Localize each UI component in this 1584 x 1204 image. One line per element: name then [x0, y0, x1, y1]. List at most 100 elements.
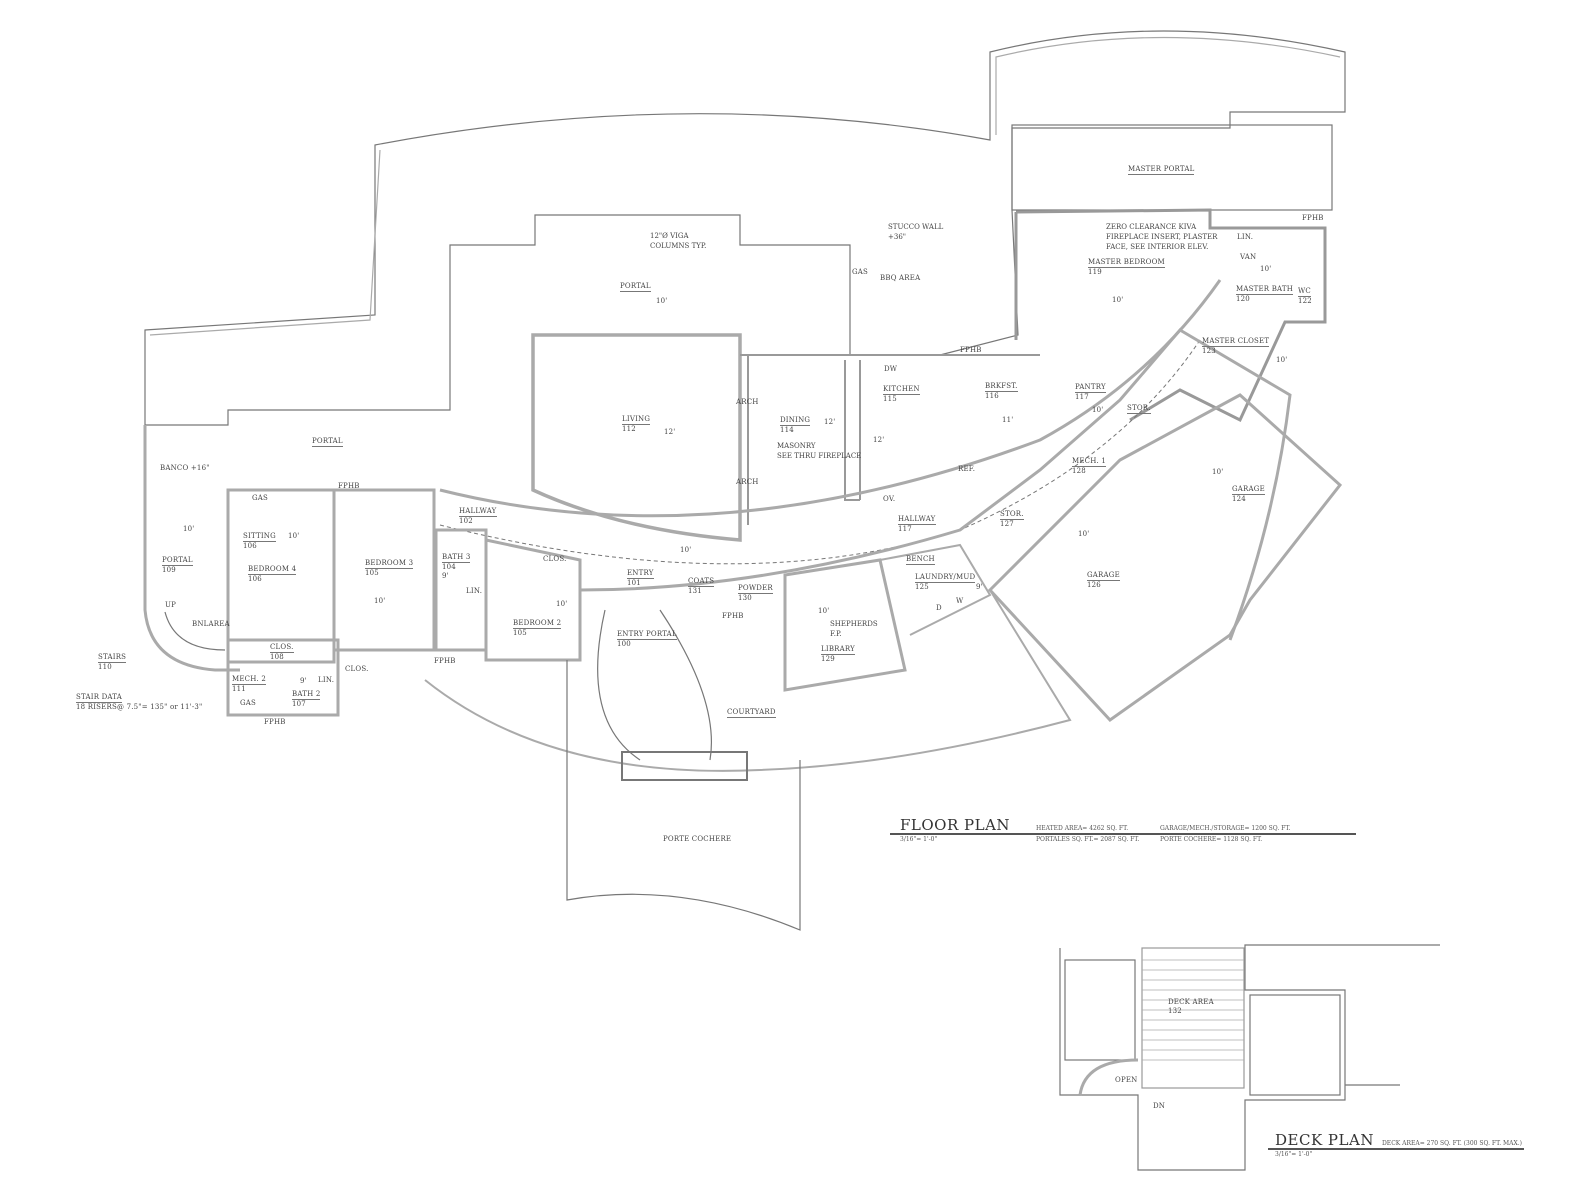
deck-room-outline: [1064, 959, 1136, 1061]
room-name: ENTRY PORTAL: [617, 630, 677, 640]
ceiling-height: 10': [680, 546, 692, 554]
note-line: FIREPLACE INSERT, PLASTER: [1106, 233, 1218, 241]
lin-label: LIN.: [466, 587, 483, 595]
room-name: BATH 3: [442, 553, 471, 563]
entry-walk: [597, 609, 713, 761]
room-number: 117: [898, 525, 912, 533]
ceiling-height: 9': [300, 677, 307, 685]
room-name: LIBRARY: [821, 645, 855, 655]
ceiling-height: 10': [1078, 530, 1090, 538]
deck-room-outline: [1249, 994, 1341, 1096]
arch-label: ARCH: [736, 398, 759, 406]
stucco-note: STUCCO WALL +36": [888, 222, 943, 242]
bbq-area-label: BBQ AREA: [880, 274, 921, 282]
room-name: LIVING: [622, 415, 651, 425]
note-line: 12"Ø VIGA: [650, 232, 689, 240]
room-name: ENTRY: [627, 569, 654, 579]
title-rule: [890, 833, 1356, 835]
stair-inner-curve: [164, 611, 226, 651]
open-label: OPEN: [1115, 1076, 1138, 1084]
ceiling-height: 9': [976, 583, 983, 591]
living-walls: [531, 333, 742, 542]
room-number: 130: [738, 594, 752, 602]
master-suite-walls: [1014, 208, 1327, 423]
room-name: BENCH: [906, 555, 935, 565]
ceiling-height: 10': [1112, 296, 1124, 304]
room-name: LAUNDRY/MUD: [915, 573, 976, 583]
down-label: DN: [1153, 1102, 1166, 1110]
deck-stair-curve: [1078, 1058, 1139, 1096]
deck-plan-drawing: [1059, 944, 1440, 1171]
deck-plan-title: DECK PLAN: [1275, 1131, 1374, 1149]
ceiling-height: 10': [656, 297, 668, 305]
note-line: MASONRY: [777, 442, 816, 450]
room-number: 126: [1087, 581, 1101, 589]
banco-note: BANCO +16": [160, 464, 210, 472]
room-name: GARAGE: [1232, 485, 1265, 495]
room-number: 124: [1232, 495, 1246, 503]
room-name: PORTAL: [620, 282, 651, 292]
hallway-inner-wall: [439, 279, 1222, 518]
room-number: 131: [688, 587, 702, 595]
fphb-label: FPHB: [722, 612, 744, 620]
dining-kitchen-walls: [740, 354, 1040, 525]
ceiling-height: 12': [824, 418, 836, 426]
bedroom3-walls: [332, 488, 436, 652]
note-line: +36": [888, 233, 906, 241]
room-number: 127: [1000, 520, 1014, 528]
room-number: 116: [985, 392, 999, 400]
dishwasher-label: DW: [884, 365, 898, 373]
room-name: MECH. 2: [232, 675, 267, 685]
fphb-label: FPHB: [434, 657, 456, 665]
room-name: WC: [1298, 287, 1311, 297]
room-name: BRKFST.: [985, 382, 1018, 392]
garage-area: GARAGE/MECH./STORAGE= 1200 SQ. FT.: [1160, 825, 1291, 832]
room-number: 104: [442, 563, 456, 571]
room-name: PANTRY: [1075, 383, 1106, 393]
landing-label: BNLAREA: [192, 620, 230, 628]
room-name: BEDROOM 3: [365, 559, 414, 569]
bench-label: BENCH: [906, 555, 935, 565]
room-number: 125: [915, 583, 929, 591]
note-line: STUCCO WALL: [888, 223, 944, 231]
room-number: 109: [162, 566, 176, 574]
porte-cochere-area: PORTE COCHERE= 1128 SQ. FT.: [1160, 836, 1263, 843]
ceiling-height: 10': [183, 525, 195, 533]
arch-label: ARCH: [736, 478, 759, 486]
room-number: 100: [617, 640, 631, 648]
ceiling-height: 10': [1276, 356, 1288, 364]
room-number: 107: [292, 700, 306, 708]
title-rule: [1268, 1148, 1524, 1150]
room-number: 106: [248, 575, 262, 583]
room-portal: PORTAL: [620, 282, 651, 292]
porte-cochere-outline: [566, 660, 801, 931]
laundry-walls: [879, 543, 992, 636]
note-line: FACE, SEE INTERIOR ELEV.: [1106, 243, 1209, 251]
deck-plan-scale: 3/16"= 1'-0": [1275, 1151, 1313, 1158]
gas-label: GAS: [252, 494, 269, 502]
room-name: HALLWAY: [898, 515, 936, 525]
closet-label: CLOS.: [543, 555, 567, 563]
washer-label: W: [956, 597, 964, 605]
deck-name: DECK AREA: [1168, 998, 1214, 1006]
hallway-dashed-line: [439, 339, 1201, 565]
room-name: STAIRS: [98, 653, 127, 663]
room-number: 101: [627, 579, 641, 587]
